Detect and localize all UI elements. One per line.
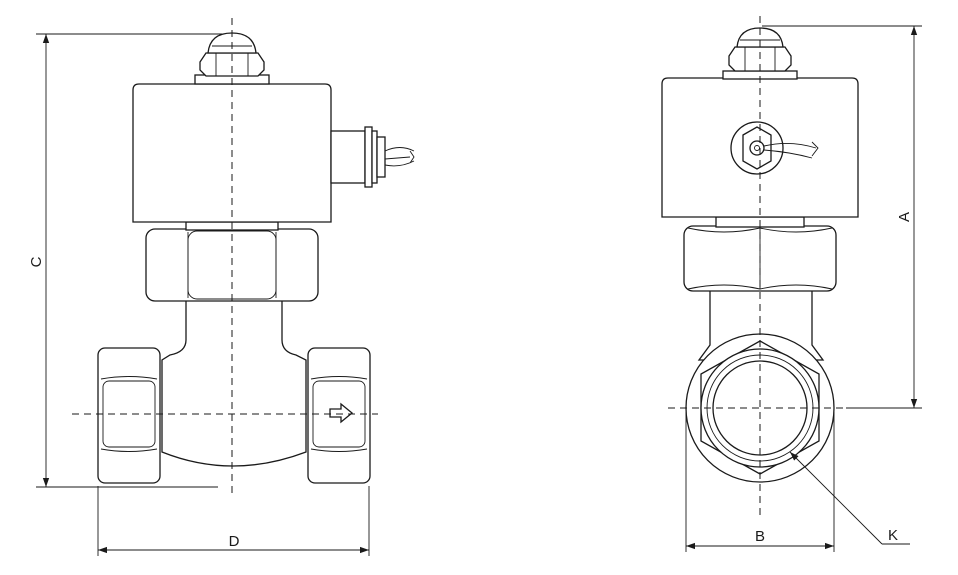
front-view: C D xyxy=(28,18,415,556)
front-valve-body xyxy=(161,299,307,467)
dimension-a-label: A xyxy=(896,212,913,222)
side-cable-connector xyxy=(730,121,819,175)
front-cable-connector xyxy=(330,126,415,188)
dimension-d-label: D xyxy=(229,533,240,550)
leader-k-label: K xyxy=(888,527,898,544)
leader-k: K xyxy=(789,451,910,545)
dimension-c-label: C xyxy=(28,256,45,267)
front-left-port-nut xyxy=(97,347,161,484)
flow-direction-arrow xyxy=(329,402,354,424)
dimension-b-label: B xyxy=(755,528,765,545)
side-view: A B K xyxy=(661,16,922,552)
dimension-d: D xyxy=(97,486,370,556)
dimension-b: B xyxy=(685,412,835,552)
dimension-a: A xyxy=(762,25,922,409)
dimension-c: C xyxy=(28,33,222,488)
